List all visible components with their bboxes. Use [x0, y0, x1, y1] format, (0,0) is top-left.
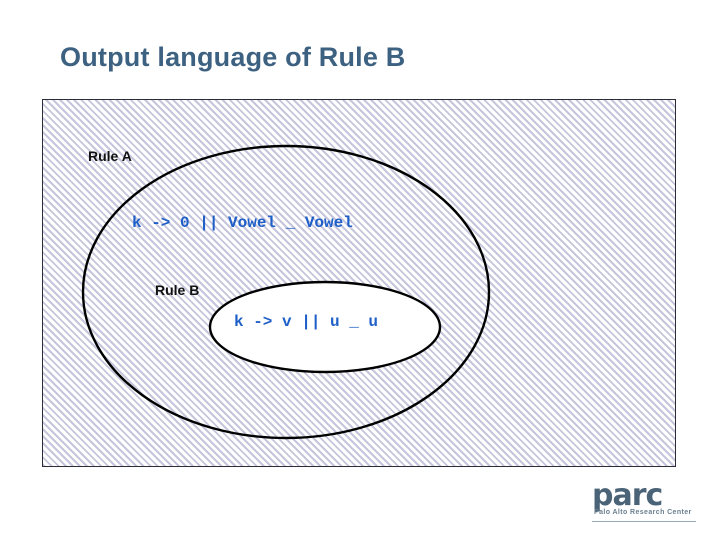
region-label-rule-a: Rule A	[88, 148, 132, 164]
parc-wordmark: parc	[592, 478, 663, 513]
rule-expression-b: k -> v || u _ u	[234, 313, 379, 331]
rule-expression-a: k -> 0 || Vowel _ Vowel	[132, 214, 353, 232]
diagram-panel	[42, 99, 676, 467]
logo-divider	[592, 521, 696, 522]
page-title: Output language of Rule B	[60, 42, 406, 72]
region-label-rule-b: Rule B	[155, 282, 200, 298]
parc-tagline: Palo Alto Research Center	[594, 509, 692, 516]
parc-logo: parc Palo Alto Research Center	[592, 481, 696, 523]
